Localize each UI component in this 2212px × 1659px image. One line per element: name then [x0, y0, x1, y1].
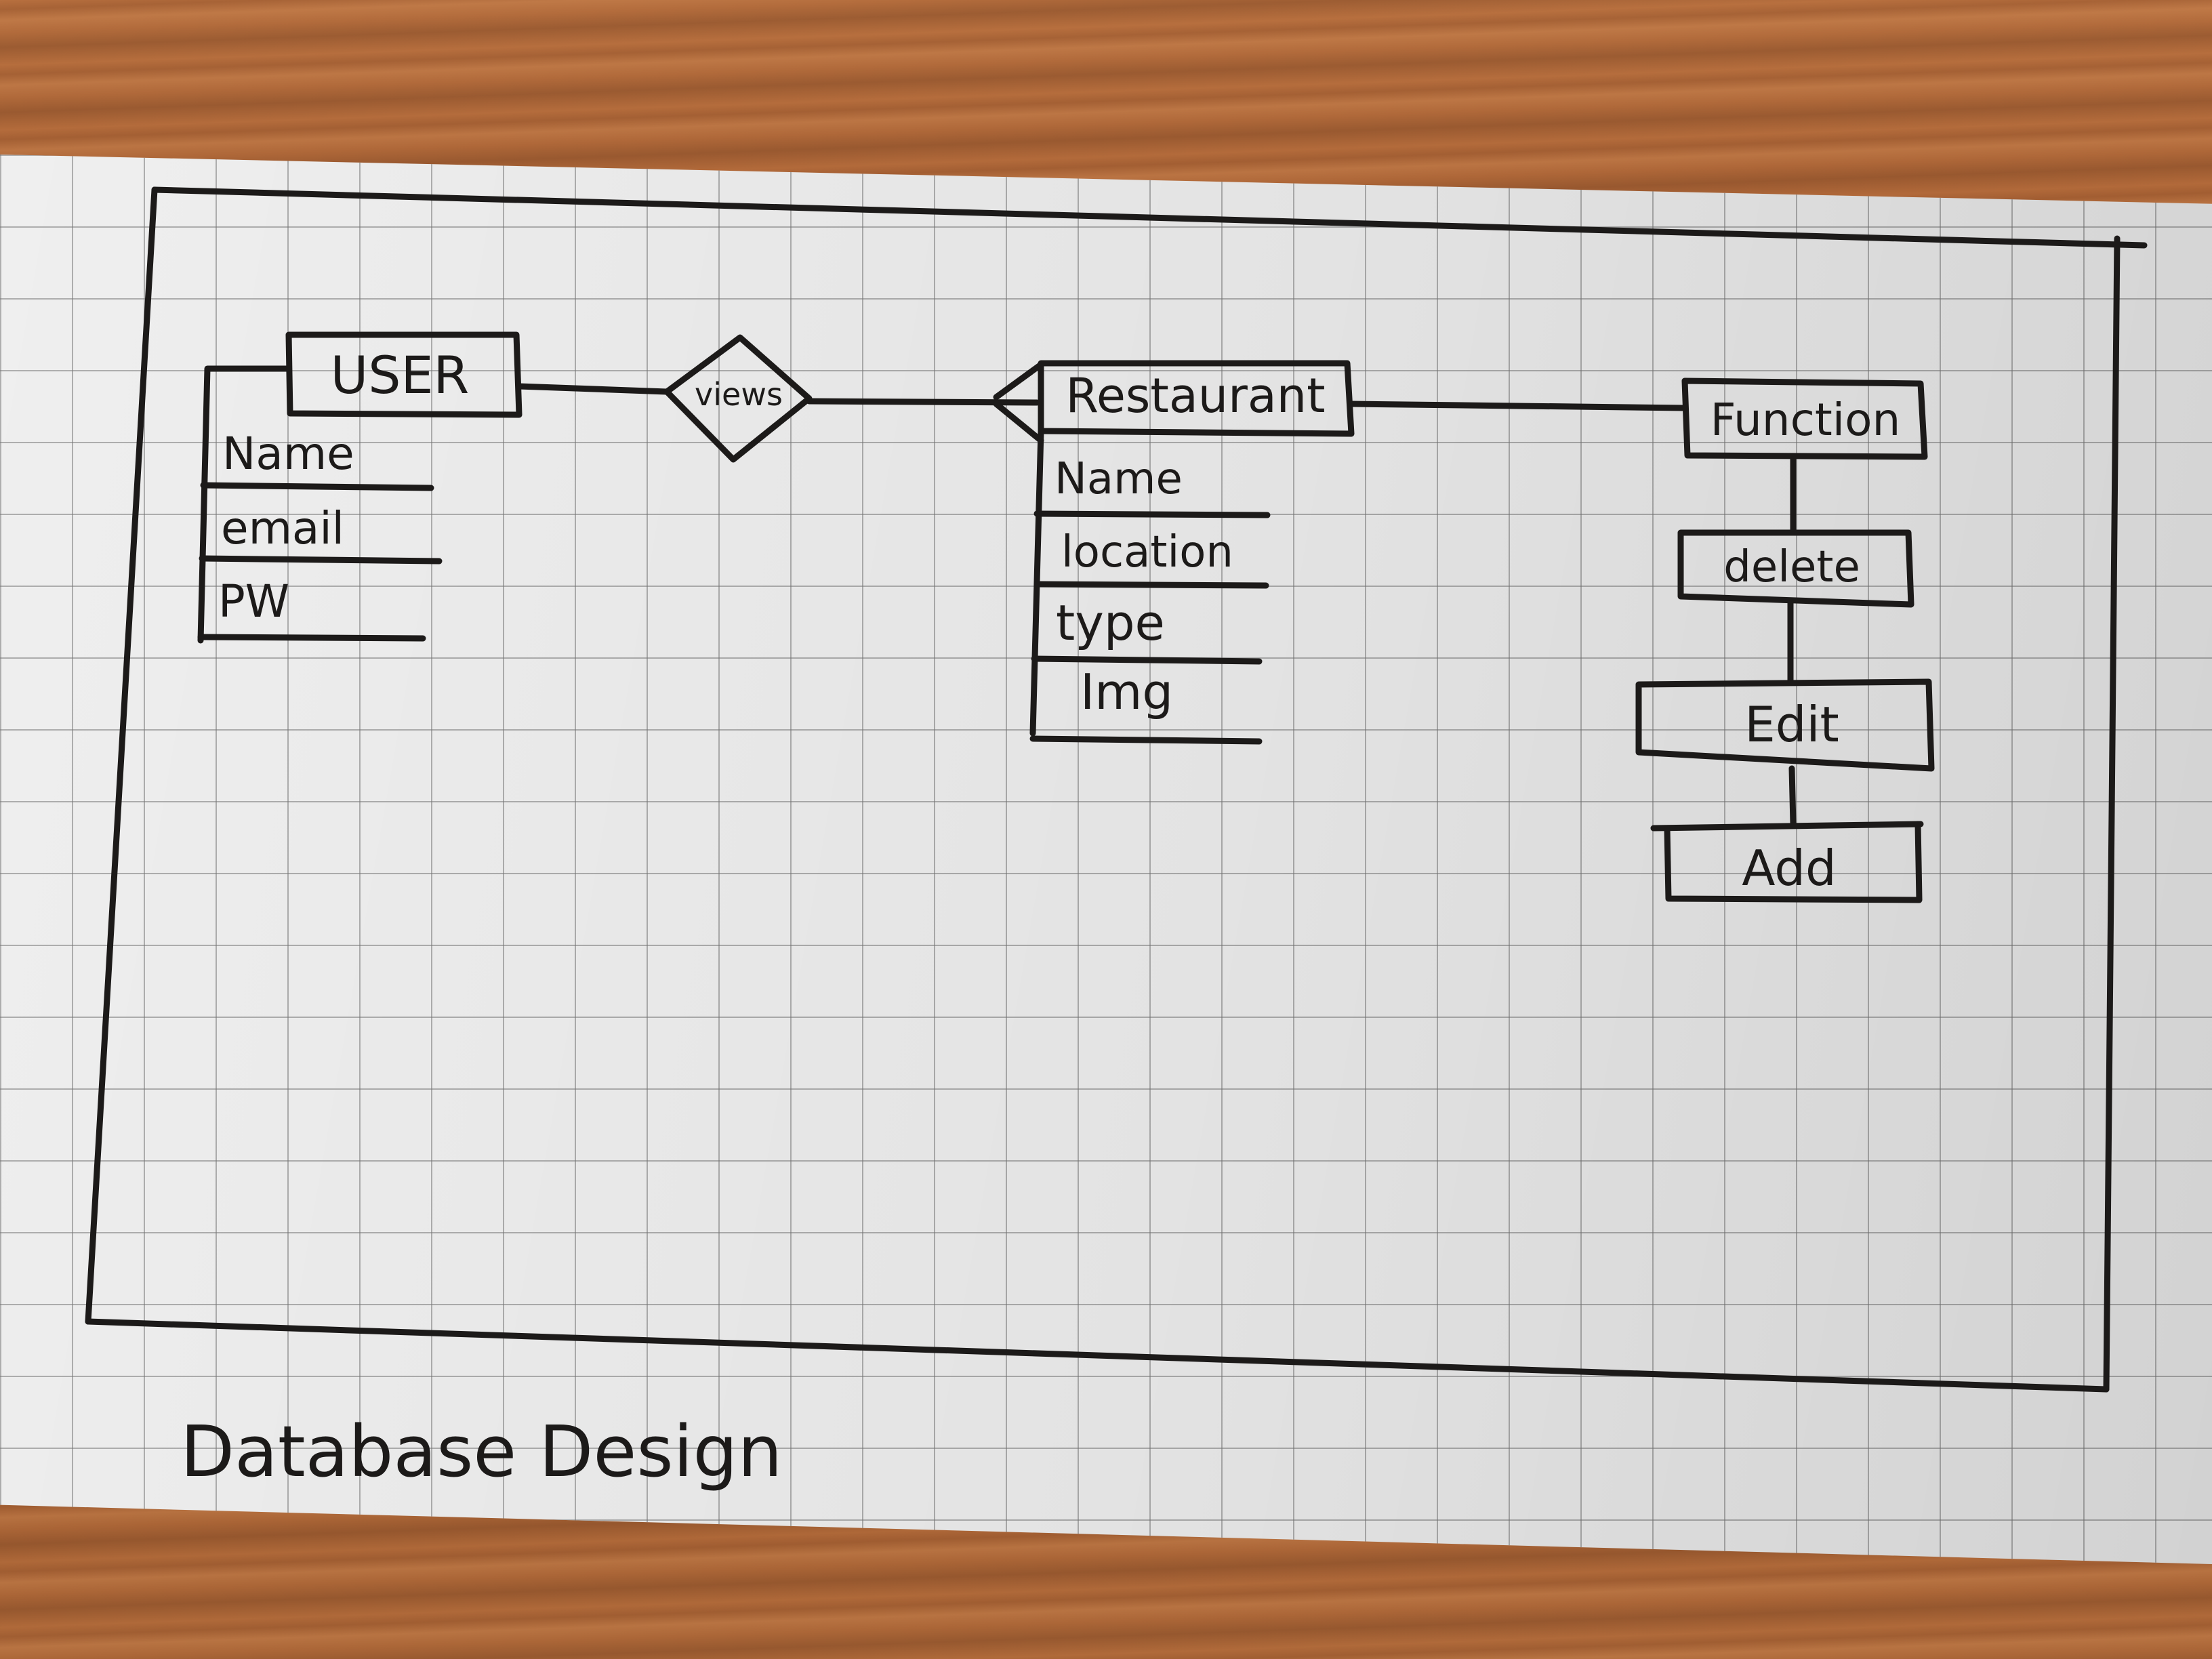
user-title-box [285, 331, 523, 418]
diagram-border [85, 186, 2148, 1393]
user-views-connector [516, 383, 670, 395]
diagram-caption: Database Design [180, 1410, 782, 1493]
add-box [1650, 821, 1924, 903]
function-item-add: Add [1742, 840, 1836, 897]
function-group: Function delete Edit Add [1635, 377, 1935, 903]
function-title: Function [1711, 394, 1901, 446]
restaurant-attr-name: Name [1054, 454, 1183, 504]
function-title-box [1681, 377, 1928, 460]
user-attr-name: Name [222, 428, 354, 480]
grid-paper [0, 155, 2212, 1564]
edit-box [1635, 678, 1935, 772]
user-title: USER [331, 345, 470, 405]
delete-box [1677, 529, 1914, 608]
restaurant-entity: Restaurant Name location type Img [1029, 360, 1355, 745]
restaurant-title: Restaurant [1065, 368, 1325, 424]
restaurant-title-box [1038, 360, 1355, 437]
restaurant-attr-type: type [1056, 594, 1165, 651]
user-attr-email: email [221, 502, 344, 554]
views-restaurant-connector [806, 361, 1044, 444]
views-label: views [695, 376, 783, 413]
user-attr-pw: PW [218, 575, 289, 628]
views-relationship: views [663, 334, 813, 463]
restaurant-attr-img: Img [1080, 663, 1173, 720]
restaurant-function-connector [1348, 401, 1688, 411]
restaurant-attr-location: location [1061, 527, 1233, 577]
function-item-edit: Edit [1744, 696, 1839, 753]
function-item-delete: delete [1723, 542, 1860, 592]
user-entity: USER Name email PW [197, 331, 523, 644]
